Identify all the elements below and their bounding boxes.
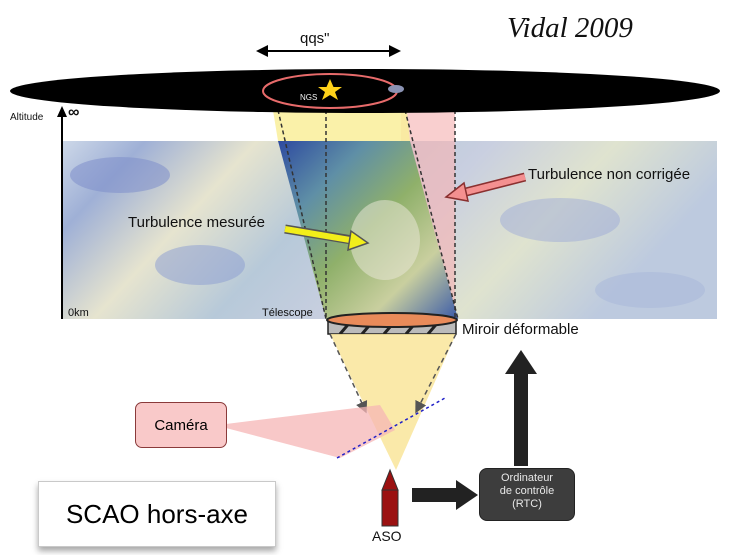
- turbulence-measured-label: Turbulence mesurée: [128, 214, 266, 231]
- turbulence-blob: [155, 245, 245, 285]
- camera-label: Caméra: [154, 416, 208, 434]
- camera-box: Caméra: [135, 402, 227, 448]
- arrowhead-left: [256, 45, 268, 57]
- measured-highlight: [350, 200, 420, 280]
- mode-label: SCAO hors-axe: [65, 498, 249, 529]
- focus-cone: [330, 334, 456, 470]
- camera-beam: [226, 405, 395, 458]
- altitude-top-label: ∞: [68, 104, 80, 121]
- deformable-mirror-label: Miroir déformable: [462, 321, 579, 338]
- arrowhead-right: [389, 45, 401, 57]
- altitude-bottom-label: 0km: [68, 307, 89, 319]
- wfs-label: ASO: [372, 528, 402, 544]
- arrow-wfs-to-rtc-head: [456, 480, 478, 510]
- turbulence-blob: [70, 157, 170, 193]
- beam-edge: [277, 109, 327, 320]
- credit: Vidal 2009: [507, 12, 633, 44]
- beamsplitter: [336, 397, 446, 459]
- arrow-measured-fill: [284, 226, 351, 243]
- mode-box: SCAO hors-axe: [38, 481, 276, 547]
- altitude-axis-arrowhead: [57, 106, 67, 117]
- arrow-uncorrected-fill: [465, 174, 526, 195]
- guide-star-icon: [318, 79, 342, 100]
- wfs-icon: [381, 468, 399, 491]
- cone-edge: [415, 333, 457, 414]
- rtc-line-1: Ordinateur: [501, 472, 553, 484]
- rtc-line-3: (RTC): [512, 498, 542, 510]
- wfs-body: [381, 489, 399, 527]
- rtc-line-2: de contrôle: [499, 485, 555, 497]
- arrow-rtc-to-mirror-head: [505, 350, 537, 374]
- arrow-uncorrected-head: [444, 181, 469, 202]
- altitude-axis-label: Altitude: [10, 112, 44, 123]
- rtc-box: Ordinateur de contrôle (RTC): [479, 468, 575, 521]
- telescope-label: Télescope: [262, 307, 313, 319]
- arrow-measured-head: [347, 229, 370, 252]
- turbulence-uncorrected-label: Turbulence non corrigée: [528, 166, 691, 183]
- sky: [10, 69, 720, 113]
- beam-edge: [404, 109, 459, 320]
- turbulence-blob: [595, 272, 705, 308]
- separation-label: qqs": [300, 30, 330, 47]
- deformable-mirror: [326, 312, 458, 328]
- guide-star-label: NGS: [300, 93, 318, 102]
- turbulence-blob: [500, 198, 620, 242]
- galaxy-icon: [388, 85, 404, 93]
